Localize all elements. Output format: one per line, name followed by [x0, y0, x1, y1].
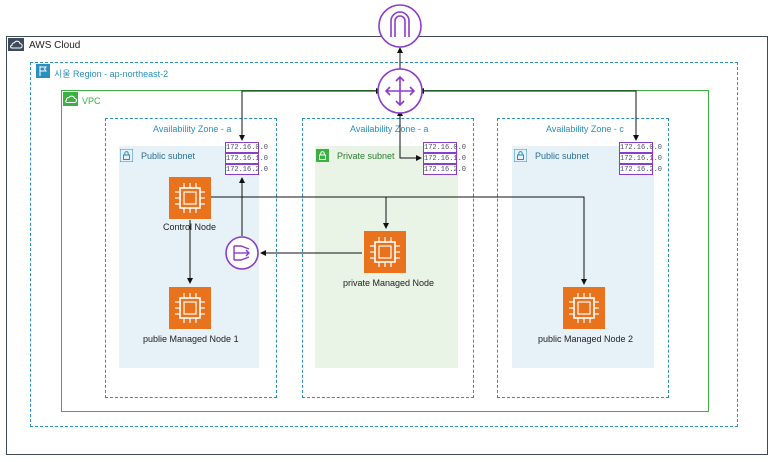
control-node-label: Control Node — [163, 222, 217, 232]
ec2-instance-icon — [169, 177, 211, 219]
route-entry: 172.16.1.0 — [225, 153, 269, 164]
lock-icon — [120, 149, 133, 162]
vpc-label: VPC — [82, 96, 101, 106]
az-1-label: Availability Zone - a — [153, 124, 232, 134]
route-entry: 172.16.0.0 — [423, 142, 467, 153]
flag-icon — [36, 64, 50, 78]
az-2-label: Availability Zone - a — [350, 124, 429, 134]
nat-gateway-icon — [225, 236, 259, 270]
route-entry: 172.16.1.0 — [619, 153, 663, 164]
ec2-instance-icon — [364, 231, 406, 273]
az-3-label: Availability Zone - c — [546, 124, 624, 134]
router-icon — [377, 68, 423, 114]
lock-icon — [514, 149, 527, 162]
route-entry: 172.16.1.0 — [423, 153, 467, 164]
internet-gateway-icon — [378, 4, 422, 48]
subnet-2-label: Private subnet — [337, 151, 395, 161]
availability-zone-1 — [105, 118, 277, 398]
aws-cloud-label: AWS Cloud — [29, 40, 81, 51]
route-entry: 172.16.0.0 — [619, 142, 663, 153]
subnet-1-label: Public subnet — [141, 151, 196, 161]
subnet-3-label: Public subnet — [535, 151, 590, 161]
public-node-1-label: publie Managed Node 1 — [143, 334, 239, 344]
private-node-label: private Managed Node — [343, 278, 435, 288]
route-entry: 172.16.2.0 — [619, 164, 663, 175]
public-node-2-label: public Managed Node 2 — [538, 334, 634, 344]
ec2-instance-icon — [563, 287, 605, 329]
cloud-icon — [8, 38, 24, 51]
region-group — [30, 62, 738, 427]
ec2-instance-icon — [169, 287, 211, 329]
availability-zone-3 — [497, 118, 669, 398]
route-entry: 172.16.0.0 — [225, 142, 269, 153]
route-entry: 172.16.2.0 — [423, 164, 467, 175]
region-label: 시울 Region - ap-northeast-2 — [54, 69, 169, 79]
availability-zone-2 — [302, 118, 474, 398]
route-entry: 172.16.2.0 — [225, 164, 269, 175]
vpc-cloud-icon — [63, 92, 78, 106]
public-subnet-2 — [512, 146, 654, 368]
lock-icon — [316, 149, 329, 162]
